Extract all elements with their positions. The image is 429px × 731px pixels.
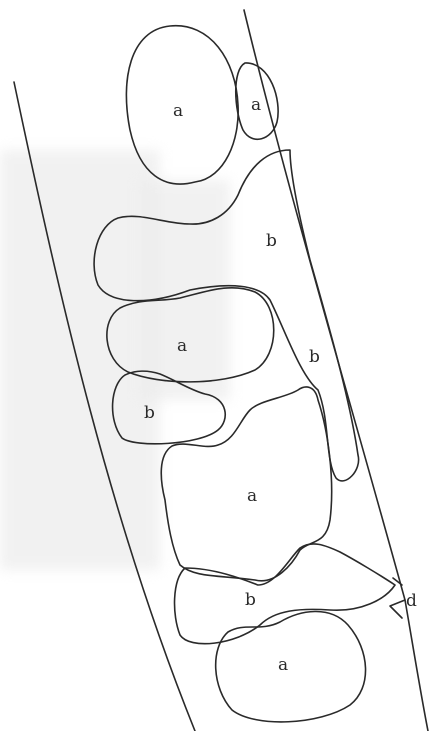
cell-a-outline xyxy=(161,387,331,581)
right-boundary-line xyxy=(244,10,428,731)
cell-b-outline xyxy=(175,544,395,644)
label-a-bottom: a xyxy=(278,655,288,675)
label-a-top: a xyxy=(173,101,183,121)
label-b-lower: b xyxy=(245,590,256,610)
left-boundary-line xyxy=(14,82,195,731)
label-a-lower: a xyxy=(247,486,257,506)
cell-b-outline xyxy=(94,150,359,481)
cell-a-outline xyxy=(216,611,366,721)
cell-b-outline xyxy=(113,371,226,444)
label-b-right: b xyxy=(309,347,320,367)
label-b-left: b xyxy=(144,403,155,423)
label-b-upper: b xyxy=(266,231,277,251)
pointer-d-arrow xyxy=(390,600,405,618)
cell-a-outline xyxy=(107,288,274,382)
label-d: d xyxy=(406,591,417,611)
label-a-middle: a xyxy=(177,336,187,356)
label-a-small: a xyxy=(251,95,261,115)
